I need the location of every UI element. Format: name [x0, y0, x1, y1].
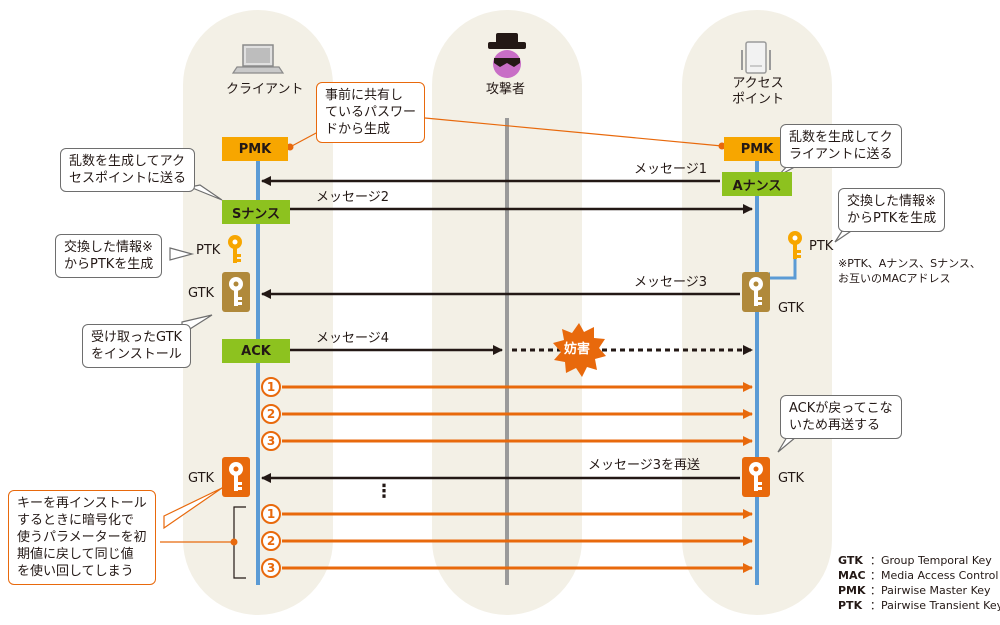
message-4-label: メッセージ4 — [316, 331, 390, 346]
key-icon-gtk-ap — [749, 277, 763, 306]
legend-abbr: GTK — [838, 554, 863, 567]
callout-ap-ptk: 交換した情報※ からPTKを生成 — [838, 188, 946, 232]
callout-tail-reinstall — [163, 487, 223, 530]
gtk-box-ap-2 — [742, 457, 770, 497]
legend-full: ：Group Temporal Key — [870, 554, 992, 567]
callout-install-gtk: 受け取ったGTK をインストール — [82, 324, 192, 368]
message-3-label: メッセージ3 — [634, 275, 708, 290]
ap-ptk-to-gtk-arrow — [770, 254, 797, 280]
callout-client-ptk: 交換した情報※ からPTKを生成 — [55, 234, 163, 278]
block-burst-icon — [553, 323, 606, 377]
footnote: ※PTK、Aナンス、Sナンス、 お互いのMACアドレス — [838, 257, 981, 285]
key-icon-gtk-client — [229, 277, 243, 306]
legend-row: PTK ：Pairwise Transient Key — [838, 598, 1000, 613]
hacker-icon — [488, 33, 526, 78]
number-badge-2b: 2 — [261, 531, 281, 551]
legend-row: MAC ：Media Access Control — [838, 568, 1000, 583]
legend: GTK ：Group Temporal Key MAC ：Media Access … — [838, 553, 1000, 613]
connector-shared-password-ap — [424, 117, 723, 147]
callout-tail-client-ptk — [169, 247, 195, 261]
message-1-label: メッセージ1 — [634, 162, 708, 177]
gtk-box-ap — [742, 272, 770, 312]
block-label: 妨害 — [564, 342, 591, 357]
key-icon-gtk-client-2 — [229, 462, 243, 491]
key-icon-ptk-ap — [788, 231, 802, 259]
laptop-icon — [231, 44, 285, 74]
callout-client-random: 乱数を生成してアク セスポイントに送る — [60, 148, 196, 192]
ack-box: ACK — [222, 339, 290, 363]
ptk-client-label: PTK — [196, 243, 221, 258]
legend-abbr: PTK — [838, 599, 863, 612]
gtk-client-2-label: GTK — [188, 471, 215, 486]
number-badge-2a: 2 — [261, 404, 281, 424]
pmk-box-client: PMK — [222, 137, 288, 161]
router-icon — [741, 41, 771, 74]
gtk-ap-label: GTK — [778, 301, 805, 316]
connector-dot-client — [286, 143, 294, 151]
callout-ap-random: 乱数を生成してク ライアントに送る — [780, 124, 902, 168]
actor-attacker-label: 攻撃者 — [486, 82, 526, 97]
connector-shared-password-client — [289, 131, 319, 148]
number-badge-3a: 3 — [261, 431, 281, 451]
ptk-ap-label: PTK — [809, 239, 834, 254]
key-icon-gtk-ap-2 — [749, 462, 763, 491]
legend-abbr: MAC — [838, 569, 866, 582]
legend-full: ：Pairwise Transient Key — [870, 599, 1000, 612]
gtk-box-client — [222, 272, 250, 312]
connector-dot-ap — [718, 142, 726, 150]
legend-row: PMK ：Pairwise Master Key — [838, 583, 1000, 598]
actor-ap-label: アクセス ポイント — [732, 76, 785, 107]
legend-full: ：Media Access Control — [870, 569, 999, 582]
snonce-box: Sナンス — [222, 200, 290, 224]
gtk-client-label: GTK — [188, 286, 215, 301]
actor-client-label: クライアント — [226, 82, 304, 97]
pmk-box-ap: PMK — [724, 137, 790, 161]
legend-full: ：Pairwise Master Key — [870, 584, 991, 597]
number-badge-3b: 3 — [261, 558, 281, 578]
continuation-dots: ⋮ — [375, 481, 393, 502]
anonce-box: Aナンス — [722, 172, 792, 196]
legend-abbr: PMK — [838, 584, 866, 597]
number-badge-1b: 1 — [261, 504, 281, 524]
legend-row: GTK ：Group Temporal Key — [838, 553, 1000, 568]
gtk-ap-2-label: GTK — [778, 471, 805, 486]
number-badge-1a: 1 — [261, 377, 281, 397]
key-icon-ptk-client — [228, 235, 242, 263]
callout-resend: ACKが戻ってこな いため再送する — [780, 395, 902, 439]
gtk-box-client-2 — [222, 457, 250, 497]
message-2-label: メッセージ2 — [316, 190, 390, 205]
callout-shared-password: 事前に共有し ているパスワー ドから生成 — [316, 82, 426, 143]
message-3-resend-label: メッセージ3を再送 — [588, 458, 701, 473]
callout-reinstall: キーを再インストール するときに暗号化で 使うパラメーターを初 期値に戻して同じ… — [8, 490, 156, 585]
